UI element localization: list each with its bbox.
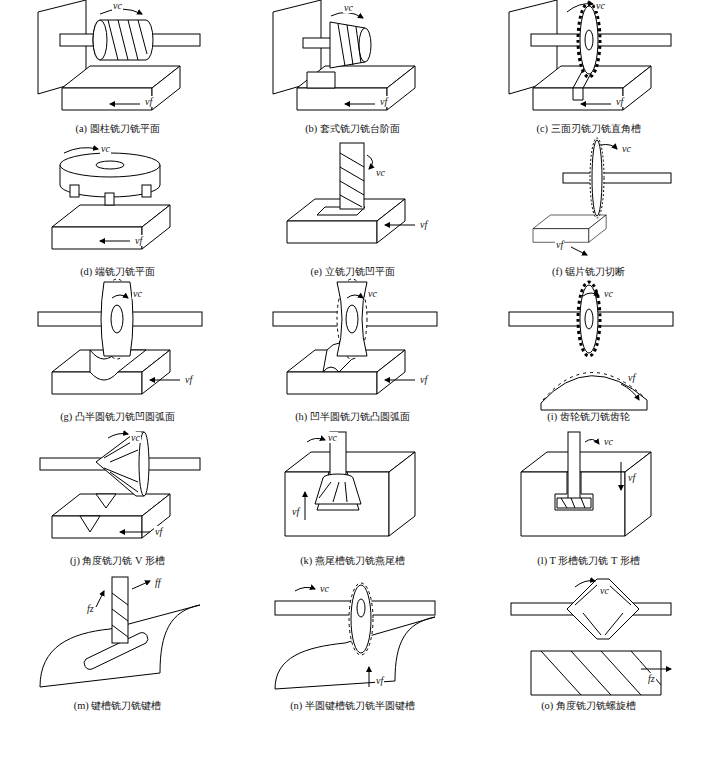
- figure-caption: (f) 锯片铣刀切断: [471, 265, 706, 279]
- velocity-symbol: vc: [367, 288, 378, 299]
- velocity-symbol: vc: [343, 2, 354, 13]
- figure-caption: (g) 凸半圆铣刀铣凹圆弧面: [0, 410, 235, 424]
- velocity-symbol: vf: [419, 374, 428, 385]
- figure-caption: (l) T 形槽铣刀铣 T 形槽: [471, 554, 706, 568]
- velocity-symbol: vc: [319, 583, 330, 594]
- velocity-symbol: vf: [134, 235, 143, 246]
- velocity-symbol: fz: [86, 603, 95, 614]
- velocity-symbol: vc: [130, 432, 141, 443]
- figure-caption: (i) 齿轮铣刀铣齿轮: [471, 410, 706, 424]
- velocity-symbol: vf: [627, 372, 636, 383]
- figure-caption: (j) 角度铣刀铣 V 形槽: [0, 554, 235, 568]
- figure-caption: (n) 半圆键槽铣刀铣半圆键槽: [235, 699, 470, 713]
- velocity-symbol: vc: [100, 143, 111, 154]
- velocity-symbol: vc: [603, 436, 614, 447]
- velocity-symbol: vf: [379, 96, 388, 107]
- figure-caption: (d) 端铣刀铣平面: [0, 265, 235, 279]
- figure-caption: (b) 套式铣刀铣台阶面: [235, 122, 470, 136]
- velocity-symbol: vf: [184, 374, 193, 385]
- velocity-symbol: vf: [291, 506, 300, 517]
- velocity-symbol: vc: [132, 288, 143, 299]
- velocity-symbol: vc: [112, 0, 123, 11]
- figure-caption: (h) 凹半圆铣刀铣凸圆弧面: [235, 410, 470, 424]
- figure-caption: (e) 立铣刀铣凹平面: [235, 265, 470, 279]
- figure-caption: (m) 键槽铣刀铣键槽: [0, 699, 235, 713]
- figure-caption: (o) 角度铣刀铣螺旋槽: [471, 699, 706, 713]
- velocity-symbol: vf: [419, 219, 428, 230]
- velocity-symbol: vc: [327, 432, 338, 443]
- velocity-symbol: vf: [375, 675, 384, 686]
- velocity-symbol: vf: [555, 239, 564, 250]
- figure-caption: (k) 燕尾槽铣刀铣燕尾槽: [235, 554, 470, 568]
- velocity-symbol: vf: [615, 96, 624, 107]
- velocity-symbol: vf: [144, 96, 153, 107]
- figure-caption: (c) 三面刃铣刀铣直角槽: [471, 122, 706, 136]
- velocity-symbol: vc: [375, 167, 386, 178]
- velocity-symbol: fz: [647, 673, 656, 684]
- figure-caption: (a) 圆柱铣刀铣平面: [0, 122, 235, 136]
- velocity-symbol: vc: [603, 288, 614, 299]
- velocity-symbol: vf: [627, 472, 636, 483]
- velocity-symbol: vc: [595, 0, 606, 11]
- velocity-symbol: vc: [599, 585, 610, 596]
- velocity-symbol: vf: [154, 526, 163, 537]
- velocity-symbol: vc: [621, 143, 632, 154]
- velocity-symbol: ff: [154, 577, 162, 588]
